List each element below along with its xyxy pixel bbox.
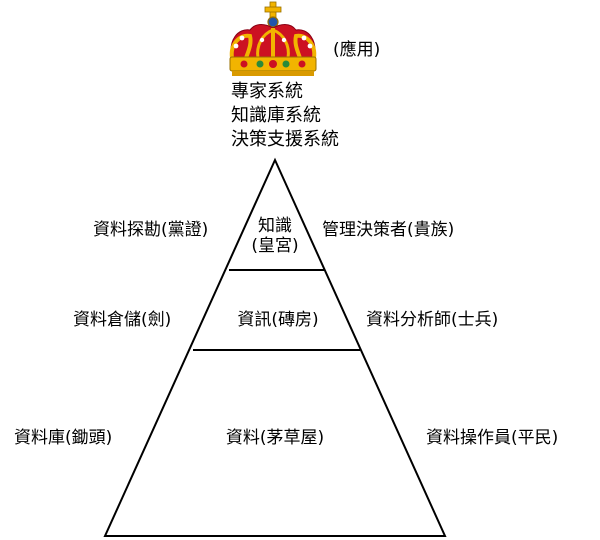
application-item: 專家系統: [231, 81, 303, 102]
level-information-line: 資訊(磚房): [237, 310, 319, 330]
crown-label: (應用): [333, 40, 381, 60]
crown-icon: [229, 1, 317, 76]
level-knowledge-line: 知識: [258, 216, 292, 236]
level-data-right-label: 資料操作員(平民): [426, 428, 559, 448]
level-data-left-label: 資料庫(鋤頭): [14, 428, 113, 448]
level-data-center: 資料(茅草屋): [205, 428, 345, 448]
level-knowledge-left-label: 資料探勘(黨證): [93, 220, 209, 240]
level-information-center: 資訊(磚房): [218, 310, 338, 330]
level-knowledge-center: 知識 (皇宮): [245, 216, 305, 256]
pyramid-outline: [103, 157, 447, 537]
level-knowledge-right-label: 管理決策者(貴族): [322, 220, 455, 240]
level-data-line: 資料(茅草屋): [225, 428, 325, 448]
application-item: 決策支援系統: [231, 129, 339, 150]
level-knowledge-line: (皇宮): [251, 236, 299, 256]
level-information-right-label: 資料分析師(士兵): [366, 310, 499, 330]
level-information-left-label: 資料倉儲(劍): [73, 310, 172, 330]
application-item: 知識庫系統: [231, 105, 321, 126]
application-list: 專家系統 知識庫系統 決策支援系統: [231, 80, 339, 152]
